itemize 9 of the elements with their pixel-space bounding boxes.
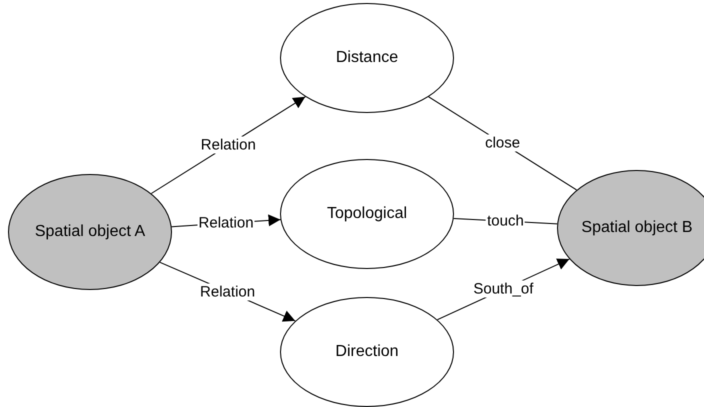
- node-label: Spatial object B: [580, 218, 694, 238]
- node-label: Topological: [326, 204, 408, 224]
- node-label: Distance: [334, 48, 400, 68]
- edge-label: South_of: [472, 280, 534, 298]
- edge-label: Relation: [199, 283, 256, 300]
- node-label: Direction: [334, 342, 400, 362]
- edge-label: Relation: [200, 136, 257, 154]
- node-label: Spatial object A: [34, 222, 146, 242]
- edge-label: close: [484, 134, 522, 152]
